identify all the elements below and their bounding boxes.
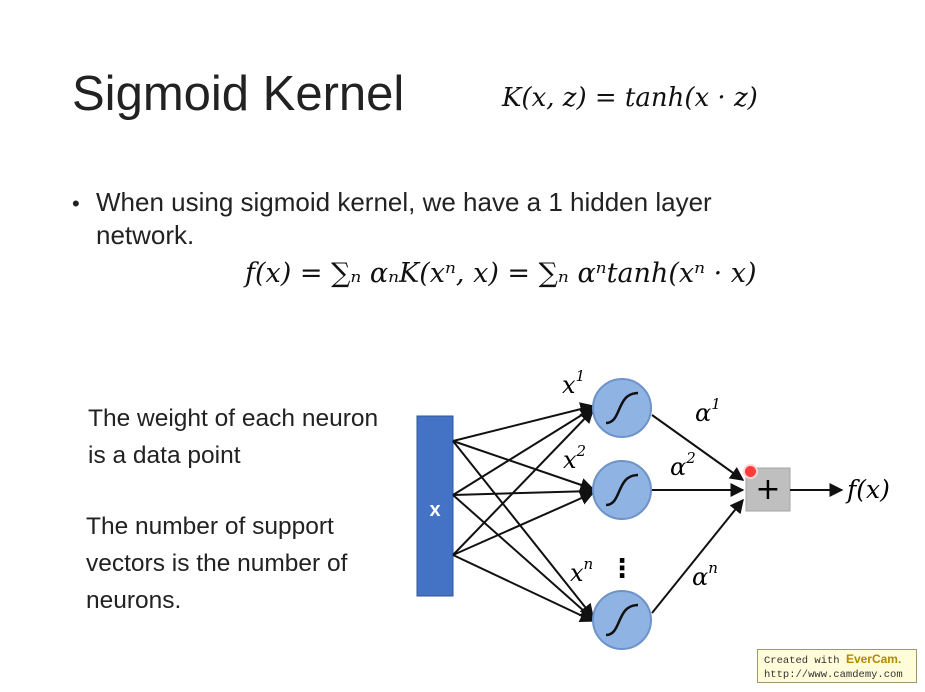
output-label: f(x) [845, 475, 890, 504]
weight-label-n: αn [692, 559, 718, 591]
sum-symbol: + [755, 472, 780, 507]
neuron-label-n: xn [570, 555, 593, 587]
network-diagram: x x1 x2 xn ⋮ [416, 367, 890, 650]
neuron-label-2: x2 [563, 442, 586, 474]
output-formula: f(x) = ∑ₙ αₙK(xⁿ, x) = ∑ₙ αⁿtanh(xⁿ · x) [245, 258, 757, 289]
watermark-brand: EverCam. [845, 652, 902, 666]
note-support-vectors: The number of support vectors is the num… [86, 513, 348, 614]
note-weight: The weight of each neuron is a data poin… [88, 405, 379, 469]
watermark[interactable]: Created with EverCam. http://www.camdemy… [757, 649, 917, 683]
weight-label-2: α2 [670, 449, 696, 481]
input-label: x [429, 499, 440, 521]
neuron-2 [592, 460, 652, 520]
input-bar [416, 415, 454, 597]
kernel-formula: K(x, z) = tanh(x · z) [502, 83, 758, 113]
neuron-ellipsis: ⋮ [609, 554, 635, 584]
bullet-text: When using sigmoid kernel, we have a 1 h… [96, 187, 712, 250]
watermark-prefix: Created with [764, 655, 840, 667]
slide-title: Sigmoid Kernel [72, 67, 405, 121]
sigmoid-icon [605, 603, 639, 637]
input-connections [452, 402, 595, 622]
bullet-dot: • [72, 191, 80, 216]
pointer-indicator [745, 466, 756, 477]
neuron-n [592, 590, 652, 650]
neuron-label-1: x1 [562, 367, 585, 399]
output-connections [651, 414, 745, 614]
neuron-1 [592, 378, 652, 438]
watermark-url[interactable]: http://www.camdemy.com [764, 669, 903, 681]
weight-label-1: α1 [695, 395, 721, 427]
sigmoid-icon [605, 391, 639, 425]
sigmoid-icon [605, 473, 639, 507]
